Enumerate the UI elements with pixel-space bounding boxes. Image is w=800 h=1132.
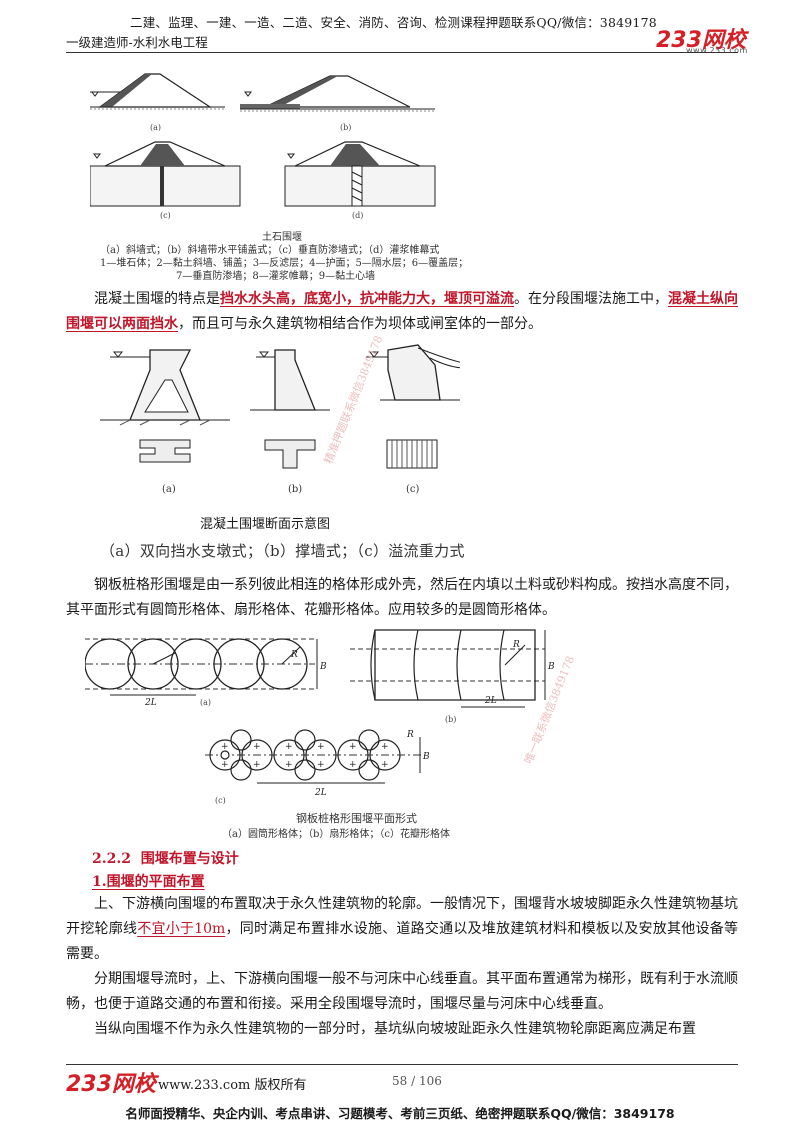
para1-highlight-2: 混凝土纵向围堰可以两面挡水 bbox=[66, 291, 738, 332]
fig3-panel-c: + + + + + + + + + + + + R B 2L (c) bbox=[205, 729, 430, 805]
fig3-b-B: B bbox=[547, 662, 555, 672]
para3-lead: 上、下游横向围堰的布置取决于永久性建筑物的轮廓。一般情况下，围堰背水坡坡脚距永久… bbox=[66, 896, 738, 937]
earth-cofferdam-figure: (a) (b) (c) (d) bbox=[90, 73, 436, 220]
section-title: 围堰布置与设计 bbox=[140, 851, 239, 867]
fig2-label-a: (a) bbox=[162, 484, 176, 495]
svg-text:+: + bbox=[349, 742, 357, 752]
fig3-a-R: R bbox=[290, 650, 298, 660]
para1-lead: 混凝土围堰的特点是 bbox=[94, 291, 220, 307]
fig2-panel-a bbox=[100, 349, 230, 463]
svg-text:+: + bbox=[285, 742, 293, 752]
para1-mid: 。在分段围堰法施工中， bbox=[514, 291, 668, 307]
fig1-legend-2: 7—垂直防渗墙；8—灌浆帷幕；9—黏土心墙 bbox=[176, 271, 376, 282]
sheet-pile-paragraph: 钢板桩格形围堰是由一系列彼此相连的格体形成外壳，然后在内填以土料或砂料构成。按挡… bbox=[66, 577, 738, 618]
subsection-heading: 1.围堰的平面布置 bbox=[92, 874, 205, 890]
fig3-legend: （a）圆筒形格体；（b）扇形格体；（c）花瓣形格体 bbox=[222, 829, 450, 840]
svg-text:+: + bbox=[349, 760, 357, 770]
page-number: 58 / 106 bbox=[392, 1074, 442, 1088]
panel-c-drawing bbox=[90, 141, 241, 207]
svg-text:+: + bbox=[221, 760, 229, 770]
svg-text:+: + bbox=[381, 742, 389, 752]
fig2-label-b: (b) bbox=[288, 484, 302, 495]
panel-b-label: (b) bbox=[340, 123, 351, 132]
fig2-legend: （a）双向挡水支墩式；（b）撑墙式；（c）溢流重力式 bbox=[100, 542, 465, 560]
svg-text:+: + bbox=[381, 760, 389, 770]
para1-highlight-1: 挡水水头高，底宽小，抗冲能力大，堰顶可溢流 bbox=[220, 291, 514, 307]
fig3-title: 钢板桩格形围堰平面形式 bbox=[296, 812, 417, 825]
fig3-b-2L: 2L bbox=[484, 696, 497, 706]
fig2-panel-b bbox=[250, 349, 330, 469]
para1-tail: ，而且可与永久建筑物相结合作为坝体或闸室体的一部分。 bbox=[178, 316, 542, 332]
footer-rule bbox=[66, 1064, 738, 1065]
svg-text:+: + bbox=[317, 760, 325, 770]
fig1-legend-1: 1—堆石体；2—黏土斜墙、铺盖；3—反滤层；4—护面；5—隔水层；6—覆盖层； bbox=[100, 258, 469, 269]
svg-text:+: + bbox=[253, 742, 261, 752]
para3-highlight: 不宜小于10m bbox=[137, 921, 226, 937]
fig3-panel-a: R B 2L (a) bbox=[85, 638, 327, 708]
fig1-title: 土石围堰 bbox=[262, 232, 302, 243]
panel-a-drawing bbox=[90, 73, 225, 110]
panel-d-label: (d) bbox=[352, 211, 363, 220]
fig3-c-2L: 2L bbox=[314, 788, 327, 798]
header-logo-url: www.233.com bbox=[686, 46, 748, 55]
svg-text:+: + bbox=[221, 742, 229, 752]
header-logo: 233网校 www.233.com bbox=[656, 22, 748, 55]
svg-text:+: + bbox=[285, 760, 293, 770]
longitudinal-cofferdam-paragraph: 当纵向围堰不作为永久性建筑物的一部分时，基坑纵向坡坡趾距永久性建筑物轮廓距离应满… bbox=[94, 1021, 696, 1037]
footer-logo: 233网校 bbox=[66, 1072, 156, 1097]
fig3-a-label: (a) bbox=[200, 698, 211, 707]
panel-d-drawing bbox=[284, 141, 436, 207]
header-rule bbox=[66, 52, 738, 53]
footer-contact-line: 名师面授精华、央企内训、考点串讲、习题模考、考前三页纸、绝密押题联系QQ/微信：… bbox=[125, 1106, 675, 1121]
fig3-c-B: B bbox=[422, 752, 430, 762]
panel-b-drawing bbox=[240, 75, 435, 112]
layout-paragraph: 上、下游横向围堰的布置取决于永久性建筑物的轮廓。一般情况下，围堰背水坡坡脚距永久… bbox=[66, 892, 738, 967]
fig1-types: （a）斜墙式；（b）斜墙带水平铺盖式；（c）垂直防渗墙式；（d）灌浆帷幕式 bbox=[100, 245, 440, 256]
header-logo-text: 233网校 bbox=[656, 28, 746, 53]
header-contact-line: 二建、监理、一建、一造、二造、安全、消防、咨询、检测课程押题联系QQ/微信：38… bbox=[130, 15, 657, 30]
footer-copyright: www.233.com 版权所有 bbox=[158, 1078, 307, 1093]
header-subtitle: 一级建造师-水利水电工程 bbox=[66, 35, 208, 50]
svg-text:+: + bbox=[317, 742, 325, 752]
para3-tail: ，同时满足布置排水设施、道路交通以及堆放建筑材料和模板以及安放其他设备等需要。 bbox=[66, 921, 739, 962]
fig3-c-label: (c) bbox=[215, 796, 226, 805]
concrete-cofferdam-figure: (a) (b) (c) bbox=[100, 344, 460, 495]
sheet-pile-figure: R B 2L (a) R B 2L (b) + + + + + + + bbox=[85, 629, 555, 805]
panel-c-label: (c) bbox=[160, 211, 171, 220]
staged-diversion-paragraph: 分期围堰导流时，上、下游横向围堰一般不与河床中心线垂直。其平面布置通常为梯形，既… bbox=[66, 971, 738, 1012]
fig2-panel-c bbox=[366, 344, 460, 469]
fig3-c-R: R bbox=[406, 730, 414, 740]
fig3-a-2L: 2L bbox=[144, 698, 157, 708]
svg-text:+: + bbox=[253, 760, 261, 770]
fig2-label-c: (c) bbox=[406, 484, 420, 495]
fig3-a-B: B bbox=[319, 662, 327, 672]
fig2-title: 混凝土围堰断面示意图 bbox=[200, 517, 331, 532]
section-heading: 2.2.2 围堰布置与设计 bbox=[92, 848, 239, 868]
section-number: 2.2.2 bbox=[92, 851, 131, 867]
fig3-panel-b: R B 2L (b) bbox=[350, 629, 555, 724]
concrete-cofferdam-paragraph: 混凝土围堰的特点是挡水水头高，底宽小，抗冲能力大，堰顶可溢流。在分段围堰法施工中… bbox=[66, 287, 738, 337]
fig3-b-R: R bbox=[512, 640, 520, 650]
fig3-b-label: (b) bbox=[445, 715, 456, 724]
panel-a-label: (a) bbox=[150, 123, 161, 132]
